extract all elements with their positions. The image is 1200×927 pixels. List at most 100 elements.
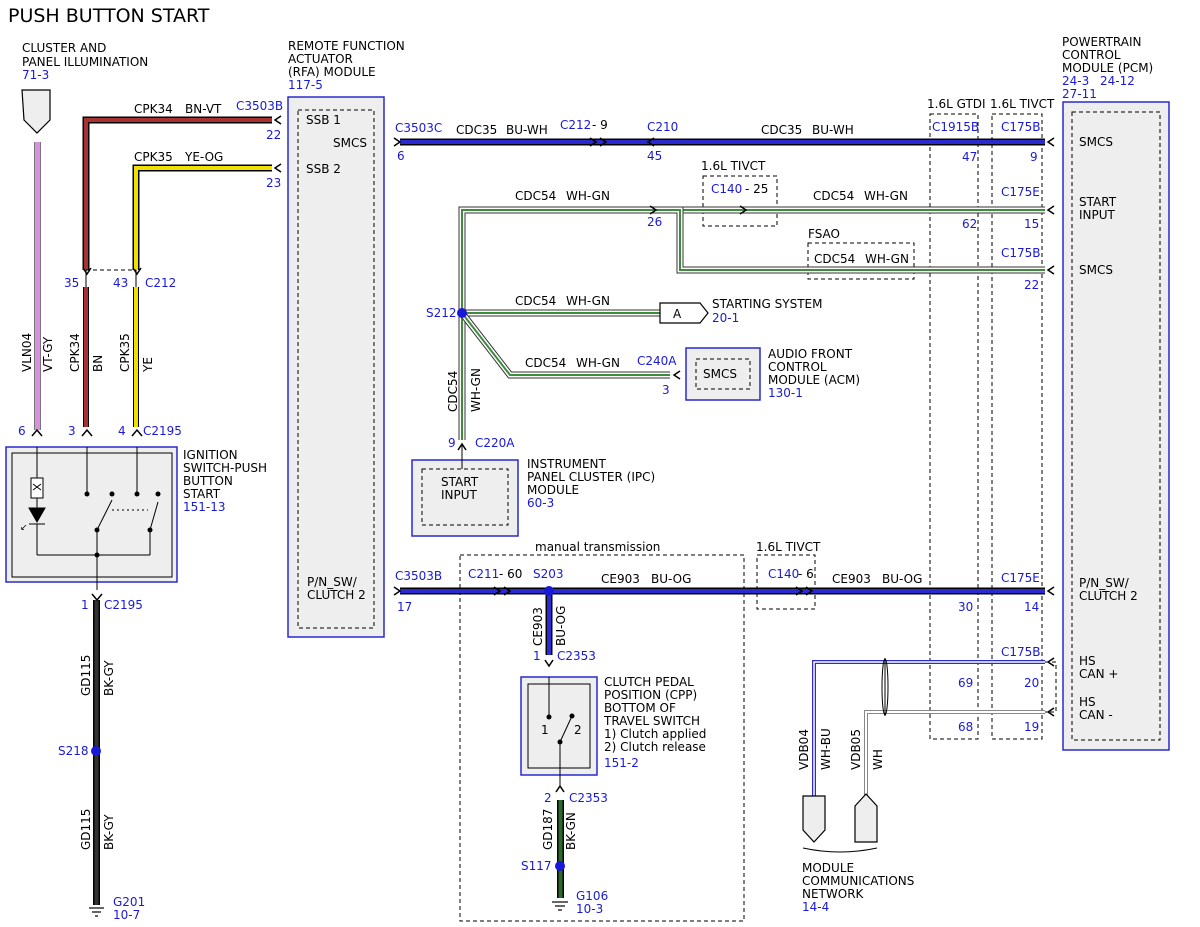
pin-4: 4	[118, 424, 126, 438]
conn-c3503c[interactable]: C3503C	[395, 121, 442, 135]
conn-s212[interactable]: S212	[426, 306, 457, 320]
led-rays-icon: ↙	[20, 523, 28, 533]
cluster-ref[interactable]: 71-3	[22, 68, 49, 82]
cpp-switch-inner	[527, 683, 591, 769]
ignition-ref[interactable]: 151-13	[183, 500, 226, 514]
starting-system-letter: A	[673, 307, 682, 321]
ignition-contact-3	[155, 491, 161, 497]
cpp-pos-1: 1	[541, 723, 549, 737]
wire-label-cdc54b: CDC54	[813, 189, 854, 203]
pin-3b: 3	[68, 424, 76, 438]
ground-g201-icon	[89, 907, 104, 917]
conn-c2195-top[interactable]: C2195	[143, 424, 182, 438]
conn-c211[interactable]: C211	[468, 567, 499, 581]
fsao-box	[807, 242, 915, 280]
conn-c140b[interactable]: C140	[768, 567, 799, 581]
cpp-contact-1	[546, 714, 552, 720]
conn-c140[interactable]: C140	[711, 182, 742, 196]
conn-c175e-1[interactable]: C175E	[1001, 185, 1040, 199]
wire-label-cdc35a: CDC35	[456, 123, 497, 137]
wire-label-buogb: BU-OG	[882, 572, 922, 586]
conn-c240a[interactable]: C240A	[637, 354, 677, 368]
connector-arrows	[31, 115, 1055, 793]
conn-c175b-2[interactable]: C175B	[1001, 246, 1041, 260]
pcm-pin-smcs2: SMCS	[1079, 263, 1113, 277]
acm-module-box	[685, 347, 761, 401]
mcn-label-2: COMMUNICATIONS	[802, 874, 914, 888]
conn-g106-ref[interactable]: 10-3	[576, 902, 603, 916]
conn-g106[interactable]: G106	[576, 889, 608, 903]
pcm-pin-canm2: CAN -	[1079, 708, 1113, 722]
conn-c2353-bot[interactable]: C2353	[569, 791, 608, 805]
conn-s203[interactable]: S203	[533, 567, 564, 581]
rfa-ref[interactable]: 117-5	[288, 78, 323, 92]
pcm-pin-pn1: P/N_SW/	[1079, 576, 1130, 590]
ignition-contact-2	[134, 491, 140, 497]
manual-transmission-box	[459, 554, 745, 922]
wire-label-vtgy: VT-GY	[41, 336, 55, 372]
ipc-label-3: MODULE	[527, 483, 579, 497]
ipc-pin-2: INPUT	[441, 488, 478, 502]
cpp-ref[interactable]: 151-2	[604, 756, 639, 770]
wire-label-cpk34v: CPK34	[68, 333, 82, 372]
pin-17: 17	[397, 600, 412, 614]
conn-c175e-2[interactable]: C175E	[1001, 571, 1040, 585]
mcn-label-3: NETWORK	[802, 887, 865, 901]
ignition-label-2: SWITCH-PUSH	[183, 461, 267, 475]
tivct-box	[991, 113, 1043, 740]
wire-label-whgnb: WH-GN	[864, 189, 908, 203]
wire-label-wh: WH	[871, 749, 885, 770]
acm-ref[interactable]: 130-1	[768, 386, 803, 400]
ipc-ref[interactable]: 60-3	[527, 496, 554, 510]
splice-s218	[91, 746, 101, 756]
rfa-label-2: ACTUATOR	[288, 52, 353, 66]
conn-c175b-3[interactable]: C175B	[1001, 645, 1041, 659]
pin-69: 69	[958, 676, 973, 690]
pcm-ref-2[interactable]: 24-12	[1100, 74, 1135, 88]
conn-c2353-top[interactable]: C2353	[557, 649, 596, 663]
wire-label-ye: YE	[141, 357, 155, 373]
pcm-ref-1[interactable]: 24-3	[1062, 74, 1089, 88]
cpp-label-3: BOTTOM OF	[604, 701, 676, 715]
conn-c212-9-num: - 9	[592, 118, 608, 132]
wire-label-whbu: WH-BU	[819, 728, 833, 770]
pcm-pin-canp2: CAN +	[1079, 667, 1118, 681]
conn-c3503b-top[interactable]: C3503B	[236, 99, 283, 113]
pin-22a: 22	[266, 128, 281, 142]
wire-label-gd115a: GD115	[79, 655, 93, 696]
page-title: PUSH BUTTON START	[8, 5, 210, 27]
conn-c175b-1[interactable]: C175B	[1001, 120, 1041, 134]
pin-30: 30	[958, 600, 973, 614]
manual-transmission-label: manual transmission	[535, 540, 660, 554]
pcm-ref-3[interactable]: 27-11	[1062, 87, 1097, 101]
acm-label-2: CONTROL	[768, 360, 827, 374]
starting-system-ref[interactable]: 20-1	[712, 311, 739, 325]
wire-label-buwhb: BU-WH	[812, 123, 854, 137]
cpp-pos-2: 2	[574, 723, 582, 737]
pin-23: 23	[266, 176, 281, 190]
conn-c220a[interactable]: C220A	[475, 436, 515, 450]
splice-s117	[555, 861, 565, 871]
conn-c212[interactable]: C212	[145, 276, 176, 290]
rfa-pin-ssb1: SSB 1	[306, 113, 341, 127]
conn-c1915b[interactable]: C1915B	[932, 120, 979, 134]
cpp-switch-internals	[548, 677, 573, 785]
cpp-label-2: POSITION (CPP)	[604, 688, 697, 702]
cluster-connector-shape	[21, 89, 51, 134]
conn-c2195-bot[interactable]: C2195	[104, 598, 143, 612]
conn-s218[interactable]: S218	[58, 744, 89, 758]
conn-c212-9[interactable]: C212	[560, 118, 591, 132]
conn-g201-ref[interactable]: 10-7	[113, 908, 140, 922]
wire-label-whgne: WH-GN	[576, 356, 620, 370]
ignition-pivot-1	[94, 527, 100, 533]
pin-6a: 6	[397, 149, 405, 163]
wire-cdc54	[458, 206, 1045, 440]
wire-label-bkgya: BK-GY	[102, 660, 116, 696]
mcn-ref[interactable]: 14-4	[802, 900, 829, 914]
conn-c210[interactable]: C210	[647, 120, 678, 134]
ipc-label-1: INSTRUMENT	[527, 457, 606, 471]
conn-g201[interactable]: G201	[113, 895, 145, 909]
wire-label-cpk34: CPK34	[134, 102, 173, 116]
conn-c3503b-bot[interactable]: C3503B	[395, 569, 442, 583]
conn-s117[interactable]: S117	[521, 859, 552, 873]
